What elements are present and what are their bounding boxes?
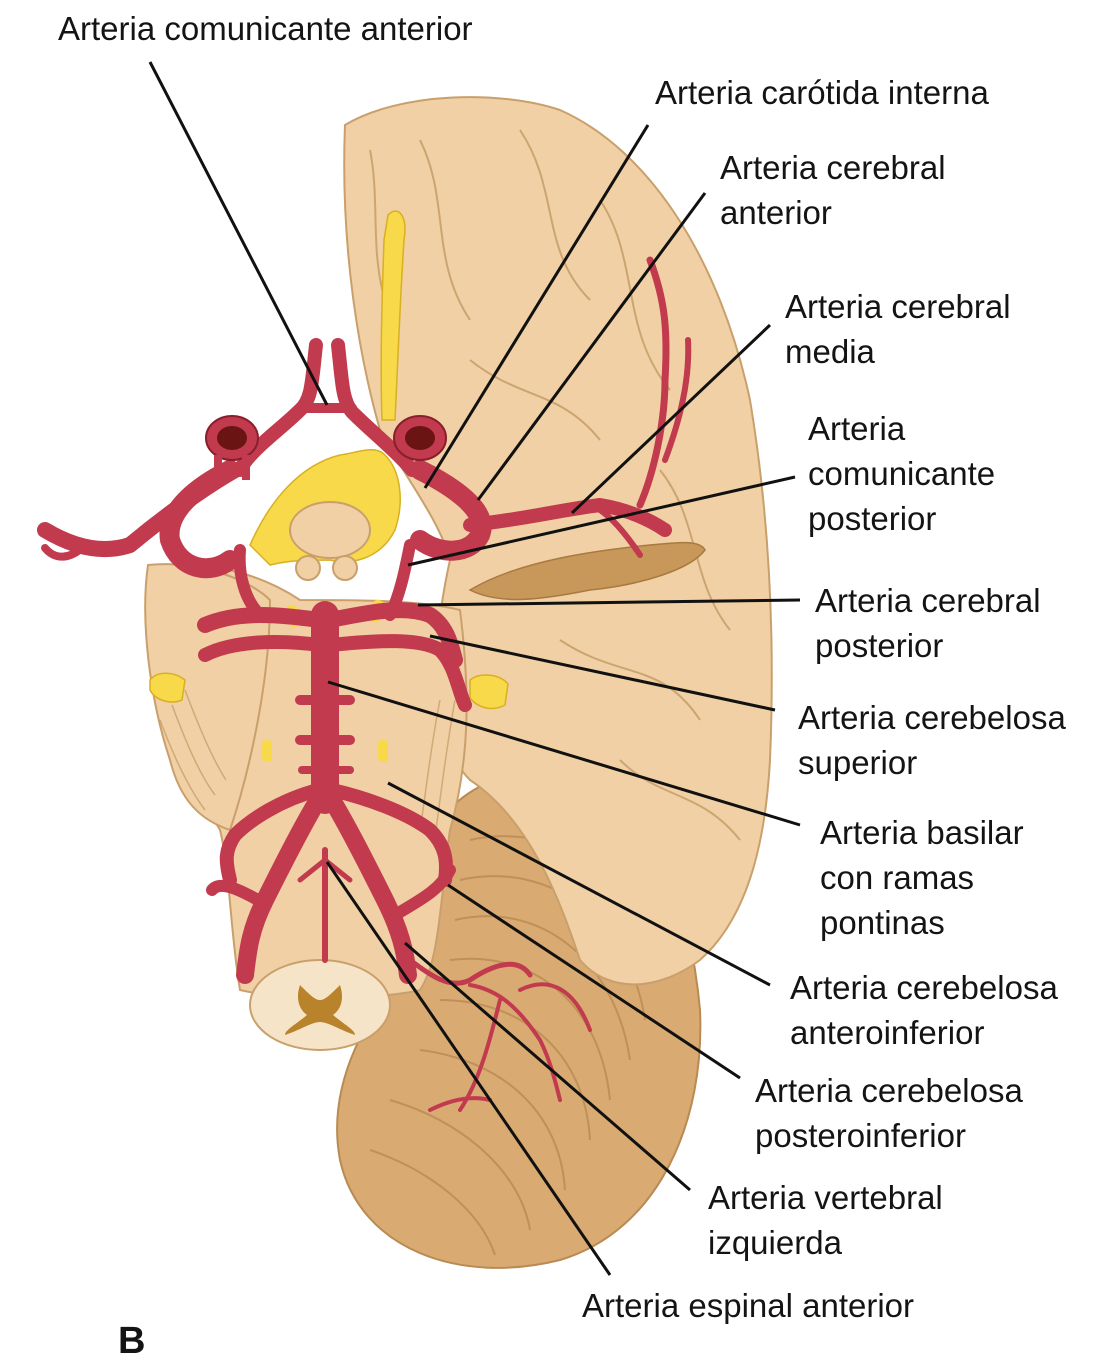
label-line: posterior — [815, 623, 1041, 668]
label-line: posteroinferior — [755, 1113, 1023, 1158]
label-line: anterior — [720, 190, 946, 235]
left-carotid-loop — [170, 470, 230, 568]
label-line: Arteria — [808, 406, 995, 451]
label-left-vertebral-artery: Arteria vertebral izquierda — [708, 1175, 943, 1265]
label-posterior-inferior-cerebellar-artery: Arteria cerebelosa posteroinferior — [755, 1068, 1023, 1158]
label-internal-carotid-artery: Arteria carótida interna — [655, 70, 989, 115]
label-line: Arteria cerebelosa — [755, 1068, 1023, 1113]
label-superior-cerebellar-artery: Arteria cerebelosa superior — [798, 695, 1066, 785]
label-basilar-artery: Arteria basilar con ramas pontinas — [820, 810, 1024, 945]
label-line: anteroinferior — [790, 1010, 1058, 1055]
cranial-nerve-small-3 — [262, 740, 272, 762]
label-line: Arteria cerebral — [815, 578, 1041, 623]
label-line: posterior — [808, 496, 995, 541]
label-middle-cerebral-artery: Arteria cerebral media — [785, 284, 1011, 374]
cranial-nerve-right — [470, 675, 508, 708]
label-line: Arteria cerebelosa — [798, 695, 1066, 740]
label-anterior-spinal-artery: Arteria espinal anterior — [582, 1283, 914, 1328]
panel-letter: B — [118, 1320, 145, 1363]
label-line: Arteria espinal anterior — [582, 1283, 914, 1328]
label-anterior-cerebral-artery: Arteria cerebral anterior — [720, 145, 946, 235]
label-line: Arteria basilar — [820, 810, 1024, 855]
right-carotid-lumen — [405, 426, 435, 450]
label-anterior-inferior-cerebellar-artery: Arteria cerebelosa anteroinferior — [790, 965, 1058, 1055]
label-line: media — [785, 329, 1011, 374]
left-carotid-lumen — [217, 426, 247, 450]
leader-acom — [150, 62, 327, 405]
label-line: superior — [798, 740, 1066, 785]
label-line: Arteria cerebral — [720, 145, 946, 190]
label-line: Arteria vertebral — [708, 1175, 943, 1220]
label-line: Arteria cerebelosa — [790, 965, 1058, 1010]
label-line: Arteria comunicante anterior — [58, 6, 473, 51]
mammillary-body-left — [296, 556, 320, 580]
label-anterior-communicating-artery: Arteria comunicante anterior — [58, 6, 473, 51]
label-line: con ramas — [820, 855, 1024, 900]
label-line: Arteria carótida interna — [655, 70, 989, 115]
label-posterior-cerebral-artery: Arteria cerebral posterior — [815, 578, 1041, 668]
cranial-nerve-small-4 — [378, 740, 388, 762]
label-line: Arteria cerebral — [785, 284, 1011, 329]
mammillary-body-right — [333, 556, 357, 580]
mammillary-region — [290, 502, 370, 558]
label-line: comunicante — [808, 451, 995, 496]
label-posterior-communicating-artery: Arteria comunicante posterior — [808, 406, 995, 541]
label-line: pontinas — [820, 900, 1024, 945]
label-line: izquierda — [708, 1220, 943, 1265]
